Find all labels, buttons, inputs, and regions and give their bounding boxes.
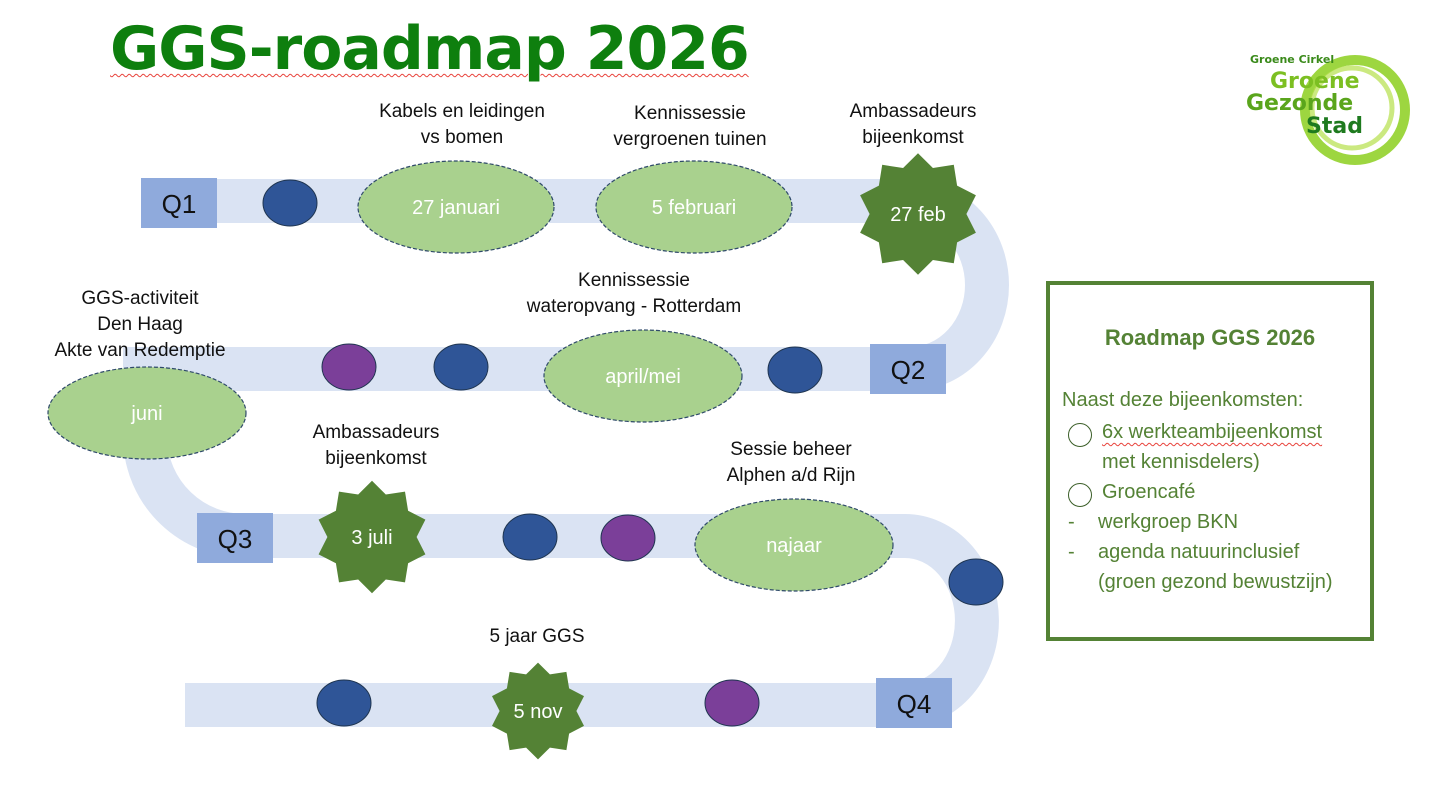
werkteam-dot bbox=[433, 343, 489, 391]
event-label: Kabels en leidingen vs bomen bbox=[379, 99, 545, 151]
legend-box: Roadmap GGS 2026 Naast deze bijeenkomste… bbox=[1046, 281, 1374, 641]
quarter-label: Q2 bbox=[891, 355, 926, 385]
event-3: april/mei bbox=[543, 329, 743, 423]
groencafe-dot bbox=[704, 679, 760, 727]
road-segment bbox=[123, 179, 1009, 727]
event-label: Ambassadeurs bijeenkomst bbox=[850, 99, 977, 151]
event-date: 5 februari bbox=[652, 197, 737, 219]
event-label: Ambassadeurs bijeenkomst bbox=[313, 420, 440, 472]
legend-item-agenda: agenda natuurinclusief (groen gezond bew… bbox=[1098, 541, 1333, 593]
werkteam-dot bbox=[502, 513, 558, 561]
event-label: Kennissessie vergroenen tuinen bbox=[613, 101, 766, 153]
event-label-line: vs bomen bbox=[420, 127, 504, 148]
quarter-label: Q1 bbox=[162, 189, 197, 219]
event-date: 27 feb bbox=[890, 204, 946, 226]
legend-intro: Naast deze bijeenkomsten: bbox=[1062, 389, 1304, 411]
legend-title: Roadmap GGS 2026 bbox=[1104, 325, 1316, 350]
event-ellipse bbox=[357, 160, 555, 254]
quarter-box bbox=[876, 678, 952, 728]
werkteam-dot bbox=[767, 346, 823, 394]
logo-line3: Stad bbox=[1306, 114, 1363, 139]
event-label-line: GGS-activiteit bbox=[81, 288, 199, 309]
event-date: juni bbox=[130, 403, 162, 425]
event-7: 5 nov bbox=[492, 662, 584, 760]
event-label-line: Kabels en leidingen bbox=[379, 101, 545, 122]
werkteam-dot-icon bbox=[1068, 423, 1092, 447]
quarter-marker-q1: Q1 bbox=[141, 178, 217, 228]
event-label-line: wateropvang - Rotterdam bbox=[526, 296, 742, 317]
quarter-box bbox=[197, 513, 273, 563]
werkteam-dot bbox=[316, 679, 372, 727]
groencafe-dot bbox=[600, 514, 656, 562]
event-date: 5 nov bbox=[514, 701, 563, 723]
groencafe-dot bbox=[321, 343, 377, 391]
werkteam-dot bbox=[948, 558, 1004, 606]
event-2: 27 feb bbox=[860, 153, 976, 275]
event-label: Kennissessie wateropvang - Rotterdam bbox=[527, 268, 741, 320]
logo-small-text: Groene Cirkel bbox=[1250, 53, 1334, 66]
event-label-line: 5 jaar GGS bbox=[489, 626, 585, 647]
event-label-line: Sessie beheer bbox=[730, 439, 852, 460]
werkteam-dot bbox=[262, 179, 318, 227]
event-label-line: Alphen a/d Rijn bbox=[726, 465, 856, 486]
event-star bbox=[860, 153, 976, 275]
roadmap-path bbox=[123, 179, 1009, 727]
quarter-box bbox=[870, 344, 946, 394]
event-date: najaar bbox=[766, 535, 822, 557]
event-label-line: Ambassadeurs bbox=[312, 422, 440, 443]
event-label-line: vergroenen tuinen bbox=[613, 129, 767, 150]
dash-icon: - bbox=[1068, 511, 1075, 533]
legend-item-groencafe: Groencafé bbox=[1102, 481, 1196, 503]
event-date: 3 juli bbox=[351, 527, 392, 549]
event-ellipse bbox=[694, 498, 894, 592]
event-label-line: Ambassadeurs bbox=[849, 101, 977, 122]
event-label: 5 jaar GGS bbox=[489, 624, 584, 650]
event-label-line: bijeenkomst bbox=[325, 448, 427, 469]
event-ellipse bbox=[595, 160, 793, 254]
event-5: 3 juli bbox=[318, 480, 426, 594]
groene-gezonde-stad-logo: Groene Cirkel Groene Gezonde Stad bbox=[1246, 53, 1410, 165]
event-ellipse bbox=[543, 329, 743, 423]
legend-item-werkteam: 6x werkteambijeenkomst met kennisdelers) bbox=[1102, 421, 1323, 473]
page-title: GGS-roadmap 2026 bbox=[110, 14, 750, 84]
quarter-label: Q3 bbox=[218, 524, 253, 554]
event-0: 27 januari bbox=[357, 160, 555, 254]
logo-line2: Gezonde bbox=[1246, 91, 1353, 116]
quarter-label: Q4 bbox=[897, 689, 932, 719]
event-star bbox=[318, 480, 426, 594]
dash-icon: - bbox=[1068, 541, 1075, 563]
event-label-line: Kennissessie bbox=[634, 103, 746, 124]
quarter-marker-q2: Q2 bbox=[870, 344, 946, 394]
event-date: 27 januari bbox=[412, 197, 500, 219]
event-4: juni bbox=[47, 366, 247, 460]
groencafe-dot-icon bbox=[1068, 483, 1092, 507]
event-label-line: Den Haag bbox=[97, 314, 183, 335]
event-label-line: Akte van Redemptie bbox=[54, 340, 226, 361]
event-label-line: bijeenkomst bbox=[862, 127, 964, 148]
quarter-marker-q4: Q4 bbox=[876, 678, 952, 728]
event-1: 5 februari bbox=[595, 160, 793, 254]
legend-item-werkgroep: werkgroep BKN bbox=[1098, 511, 1239, 533]
quarter-box bbox=[141, 178, 217, 228]
logo-line1: Groene bbox=[1270, 69, 1360, 94]
event-star bbox=[492, 662, 584, 760]
event-6: najaar bbox=[694, 498, 894, 592]
event-label-line: Kennissessie bbox=[578, 270, 690, 291]
event-date: april/mei bbox=[605, 366, 681, 388]
quarter-marker-q3: Q3 bbox=[197, 513, 273, 563]
event-ellipse bbox=[47, 366, 247, 460]
